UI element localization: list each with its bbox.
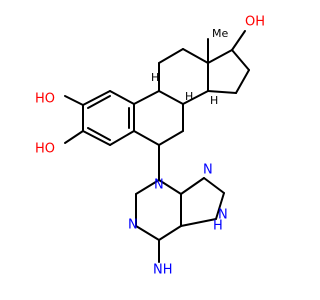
bond <box>158 48 184 64</box>
nh-imine-label: NH <box>153 263 173 278</box>
n-purine-7-label: N <box>203 163 213 178</box>
bond <box>109 90 135 105</box>
me-stereo-label: Me <box>212 27 228 40</box>
bond <box>207 90 237 94</box>
stereo-labels: H H H Me <box>151 27 228 107</box>
bond <box>158 179 182 195</box>
bond <box>158 130 184 146</box>
bond <box>133 90 160 105</box>
bond <box>235 69 250 94</box>
bond <box>182 90 209 105</box>
h-stereo-14-label: H <box>210 94 218 107</box>
bond <box>158 90 184 105</box>
bond <box>82 130 111 146</box>
bond <box>133 130 160 146</box>
bond <box>231 30 246 51</box>
chemical-structure: OH HO HO N N N H NH N H H H Me <box>35 15 265 278</box>
bonds <box>64 30 250 263</box>
n-purine-1-label: N <box>128 218 138 233</box>
bond <box>203 177 225 194</box>
bond <box>109 130 135 146</box>
atom-labels: OH HO HO N N N H NH N <box>35 15 265 278</box>
bond <box>82 90 111 106</box>
bond <box>87 127 111 141</box>
n-purine-h-label: H <box>213 219 223 234</box>
ho-left-upper-label: HO <box>35 92 55 107</box>
n-purine-9-label: N <box>154 178 164 193</box>
bond <box>180 177 205 195</box>
ho-left-lower-label: HO <box>35 142 55 157</box>
bond <box>158 225 182 241</box>
h-stereo-9-label: H <box>151 71 159 84</box>
bond <box>182 48 209 64</box>
bond <box>231 49 250 71</box>
bond <box>180 218 217 227</box>
bond <box>135 179 160 195</box>
n-purine-3-label: N <box>218 208 228 223</box>
h-stereo-8-label: H <box>185 90 193 103</box>
bond <box>207 49 233 64</box>
bond <box>64 130 84 144</box>
bond <box>135 225 160 241</box>
bond <box>64 95 84 106</box>
oh-top-right-label: OH <box>245 15 265 30</box>
bond <box>215 192 225 220</box>
bond <box>87 95 111 109</box>
